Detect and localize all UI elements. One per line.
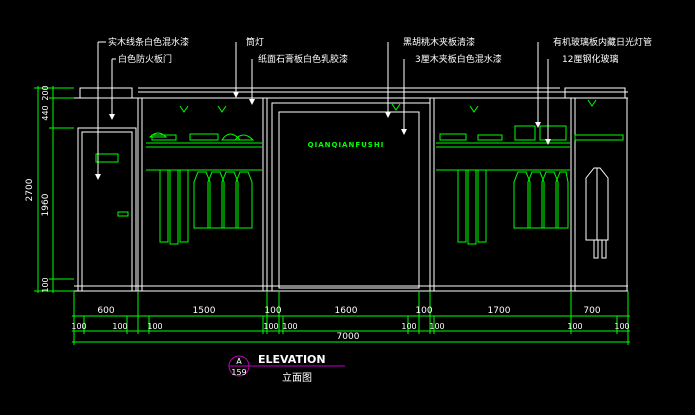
dim-width-left-post: 100 bbox=[264, 306, 281, 316]
dim-middle-height: 1960 bbox=[41, 193, 51, 216]
dim-upper-height: 440 bbox=[41, 105, 50, 120]
dim-width-right-post: 100 bbox=[415, 306, 432, 316]
annotation-gypsum-board: 纸面石膏板白色乳胶漆 bbox=[258, 53, 348, 65]
dim-mid-9: 100 bbox=[614, 322, 629, 331]
title-letter: A bbox=[236, 357, 242, 366]
title-heading: ELEVATION bbox=[258, 353, 326, 366]
annotation-solid-wood-molding: 实木线条白色混水漆 bbox=[108, 36, 189, 48]
leader-lines bbox=[97, 41, 549, 174]
annotation-fireproof-door: 白色防火板门 bbox=[118, 53, 172, 65]
vertical-dimension-lines bbox=[34, 86, 74, 293]
horizontal-dimension-lines bbox=[72, 291, 630, 345]
sign-text: QIANQIANFUSHI bbox=[308, 141, 385, 149]
dim-mid-4: 100 bbox=[263, 322, 278, 331]
dim-mid-6: 100 bbox=[401, 322, 416, 331]
annotation-walnut-plywood: 黑胡桃木夹板清漆 bbox=[403, 36, 475, 48]
dim-mid-5: 100 bbox=[282, 322, 297, 331]
annotation-tempered-glass: 12厘钢化玻璃 bbox=[562, 53, 618, 65]
leader-arrows bbox=[95, 92, 551, 180]
dim-width-display: 700 bbox=[583, 306, 600, 316]
annotation-downlight: 筒灯 bbox=[246, 36, 264, 48]
dim-total-height: 2700 bbox=[25, 178, 35, 201]
dim-total-width: 7000 bbox=[337, 332, 360, 342]
title-number: 159 bbox=[231, 368, 246, 377]
structure-outline bbox=[74, 87, 628, 292]
dim-width-right-bay: 1700 bbox=[488, 306, 511, 316]
interior-detail bbox=[95, 99, 624, 245]
dim-mid-1: 100 bbox=[71, 322, 86, 331]
dim-width-left-bay: 1500 bbox=[193, 306, 216, 316]
dim-mid-2: 100 bbox=[112, 322, 127, 331]
dim-width-door: 600 bbox=[97, 306, 114, 316]
dim-mid-3: 100 bbox=[147, 322, 162, 331]
display-coat bbox=[585, 167, 609, 259]
dim-mid-8: 100 bbox=[567, 322, 582, 331]
title-subheading: 立面图 bbox=[282, 371, 312, 384]
annotation-acrylic-light: 有机玻璃板内藏日光灯管 bbox=[553, 36, 652, 48]
dim-bottom-height: 100 bbox=[41, 277, 50, 292]
dim-width-center: 1600 bbox=[335, 306, 358, 316]
annotation-3mm-plywood: 3厘木夹板白色混水漆 bbox=[415, 53, 502, 65]
title-block: A 159 ELEVATION 立面图 bbox=[228, 353, 345, 384]
dim-mid-7: 100 bbox=[429, 322, 444, 331]
dim-top-height: 200 bbox=[41, 85, 50, 100]
